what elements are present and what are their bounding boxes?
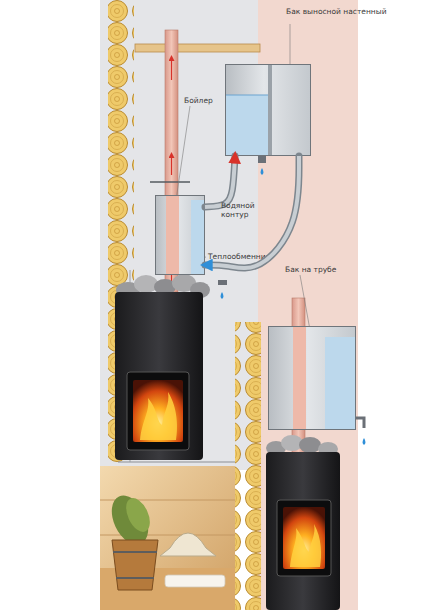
- callout-text: Бак на трубе: [285, 265, 375, 274]
- felt-hat: [160, 533, 216, 556]
- ceiling-beam: [135, 44, 260, 52]
- stove-body: [266, 452, 340, 610]
- water-fill: [226, 95, 268, 155]
- sauna-photo: [100, 466, 235, 610]
- pipe-outline: [205, 156, 299, 268]
- pipe-mounted-tank: Бак на трубе: [268, 326, 356, 430]
- leader-line: [176, 106, 190, 200]
- chimney-boiler: БойлерТеплообменник: [155, 195, 205, 275]
- chimney-pipe: [166, 196, 179, 274]
- water-pipe: [205, 156, 235, 207]
- water-pipe: [205, 156, 299, 268]
- stove-door: [127, 372, 189, 450]
- fire-window: [283, 507, 325, 569]
- drain-tap: [218, 280, 227, 285]
- water-drop: [221, 292, 224, 299]
- water-fill: [325, 337, 355, 429]
- chimney-pipe: [293, 327, 306, 429]
- stove-body: [115, 292, 203, 460]
- water-pipe: [205, 156, 235, 207]
- callout-text: Бак выносной настенный: [286, 7, 396, 16]
- tank-tap: [355, 418, 364, 428]
- water-jacket: [191, 200, 204, 274]
- damper-handle: [150, 181, 190, 182]
- tank-tap: [258, 155, 266, 163]
- flame: [140, 392, 177, 440]
- callout-text: Теплообменник: [208, 252, 278, 261]
- flame: [290, 524, 321, 567]
- towel: [165, 575, 225, 587]
- stone: [134, 275, 158, 293]
- callout-text: Бойлер: [184, 96, 244, 105]
- leader-line: [300, 275, 310, 330]
- birch-broom: [121, 494, 154, 535]
- node-fill: [226, 65, 310, 155]
- bucket-band: [113, 551, 157, 553]
- pipe-outline: [205, 156, 235, 207]
- stove-door: [277, 500, 331, 576]
- stone: [299, 437, 321, 453]
- water-drop: [261, 168, 264, 175]
- photo-background: [100, 466, 235, 610]
- fire-window: [133, 380, 183, 442]
- node-fill: [269, 327, 355, 429]
- water-drop: [363, 438, 366, 445]
- floor-line: [118, 462, 235, 463]
- flue-arrow: [171, 155, 172, 175]
- bucket-band: [116, 577, 154, 579]
- water-level: [226, 95, 268, 96]
- log-wall: [235, 322, 261, 610]
- plank-line: [100, 535, 235, 536]
- node-fill: [156, 196, 204, 274]
- chimney-pipe: [165, 30, 178, 292]
- pipe-label: Водяной контур: [221, 201, 283, 219]
- wooden-bucket: [112, 540, 158, 590]
- tank-seam: [268, 65, 272, 155]
- flue-arrow: [171, 58, 172, 80]
- remote-water-tank: Бак выносной настенный: [225, 64, 311, 156]
- water-pipe: [205, 156, 299, 268]
